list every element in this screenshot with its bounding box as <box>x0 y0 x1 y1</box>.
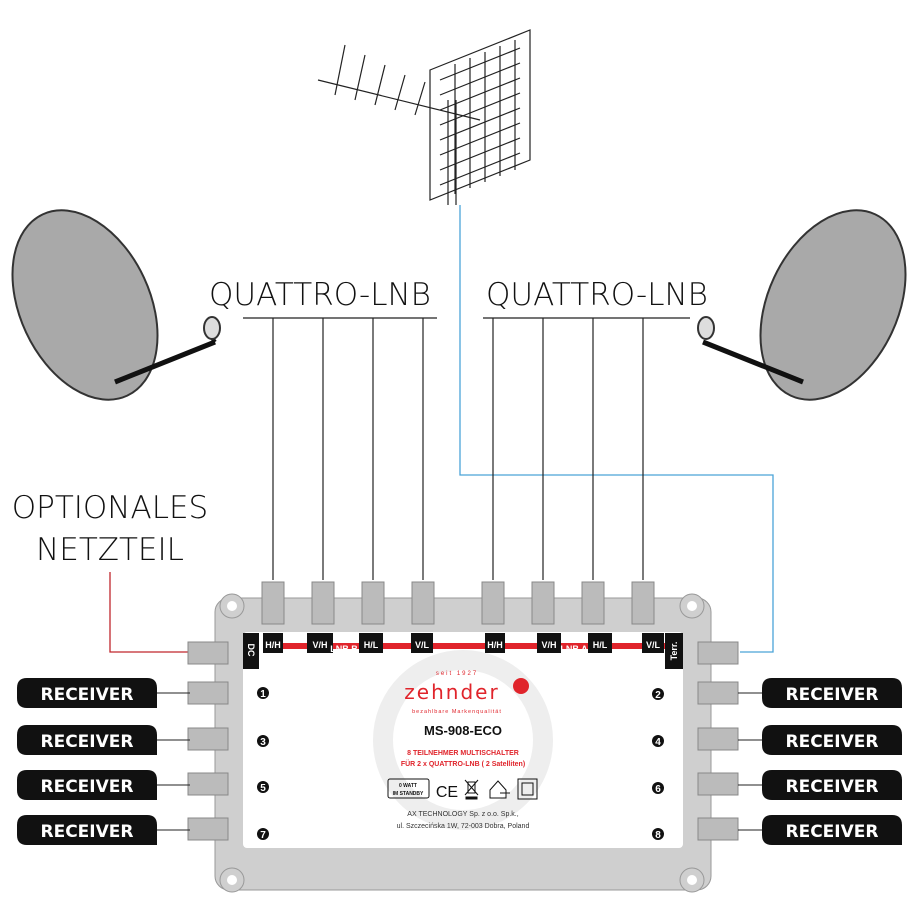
receiver-3-label: RECEIVER <box>41 732 134 752</box>
input-b-hh: H/H <box>265 640 281 650</box>
terrestrial-antenna-icon <box>317 29 531 205</box>
receivers-left <box>17 678 190 845</box>
input-a-hl: H/L <box>593 640 608 650</box>
input-a-vh: V/H <box>541 640 556 650</box>
manufacturer-line1: AX TECHNOLOGY Sp. z o.o. Sp.k., <box>407 811 518 818</box>
output-7: 7 <box>260 830 266 841</box>
receiver-5-label: RECEIVER <box>41 777 134 797</box>
output-8: 8 <box>655 830 661 841</box>
manufacturer-line2: ul. Szczecińska 1W, 72-003 Dobra, Poland <box>397 823 530 830</box>
terr-label: Terr. <box>669 642 679 661</box>
receiver-4-label: RECEIVER <box>786 732 879 752</box>
double-insulation-icon <box>517 778 538 800</box>
input-b-vh: V/H <box>312 640 327 650</box>
input-connectors <box>261 581 655 625</box>
brand-logo: zehnder <box>404 680 499 704</box>
output-1: 1 <box>260 689 266 700</box>
description-line2: FÜR 2 x QUATTRO-LNB ( 2 Satelliten) <box>401 759 525 768</box>
output-6: 6 <box>655 784 661 795</box>
brand-z-icon <box>513 678 529 694</box>
satellite-dish-right-icon <box>697 209 907 401</box>
standby-line1: 0 WATT <box>399 783 417 789</box>
ce-mark: CE <box>436 784 458 801</box>
output-5: 5 <box>260 783 266 794</box>
lnb-b-label: LNB B <box>330 644 358 654</box>
receiver-8-label: RECEIVER <box>786 822 879 842</box>
weee-bin-icon <box>464 779 479 800</box>
input-label-strip <box>243 633 683 669</box>
brand-tagline: bezahlbare Markenqualität <box>412 709 502 715</box>
receiver-1-label: RECEIVER <box>41 685 134 705</box>
satellite-dish-left-icon <box>11 209 221 401</box>
psu-label-line1: OPTIONALES <box>12 490 209 526</box>
standby-line2: IM STANDBY <box>393 791 424 797</box>
receiver-7-label: RECEIVER <box>41 822 134 842</box>
receiver-6-label: RECEIVER <box>786 777 879 797</box>
brand-since: seit 1927 <box>436 671 478 677</box>
output-3: 3 <box>260 737 266 748</box>
receiver-2-label: RECEIVER <box>786 685 879 705</box>
output-numbers: 1 2 3 4 5 6 7 8 <box>257 687 664 841</box>
indoor-use-icon <box>489 780 510 799</box>
lnb-a-label: LNB A <box>560 644 588 654</box>
input-b-hl: H/L <box>364 640 379 650</box>
dc-label: DC <box>246 644 256 657</box>
lnb-left-label: QUATTRO-LNB <box>209 277 431 313</box>
input-a-hh: H/H <box>487 640 503 650</box>
lnb-cables <box>243 317 690 580</box>
psu-label-line2: NETZTEIL <box>36 532 184 568</box>
input-a-vl: V/L <box>646 640 661 650</box>
lnb-right-label: QUATTRO-LNB <box>486 277 708 313</box>
receivers-right <box>738 678 902 845</box>
power-cable <box>109 572 190 653</box>
description-line1: 8 TEILNEHMER MULTISCHALTER <box>407 750 519 757</box>
output-2: 2 <box>655 690 661 701</box>
output-4: 4 <box>655 737 661 748</box>
terrestrial-cable <box>459 205 774 653</box>
input-b-vl: V/L <box>415 640 430 650</box>
model-name: MS-908-ECO <box>424 723 502 738</box>
output-connectors <box>187 641 739 841</box>
multiswitch-housing <box>214 593 712 893</box>
